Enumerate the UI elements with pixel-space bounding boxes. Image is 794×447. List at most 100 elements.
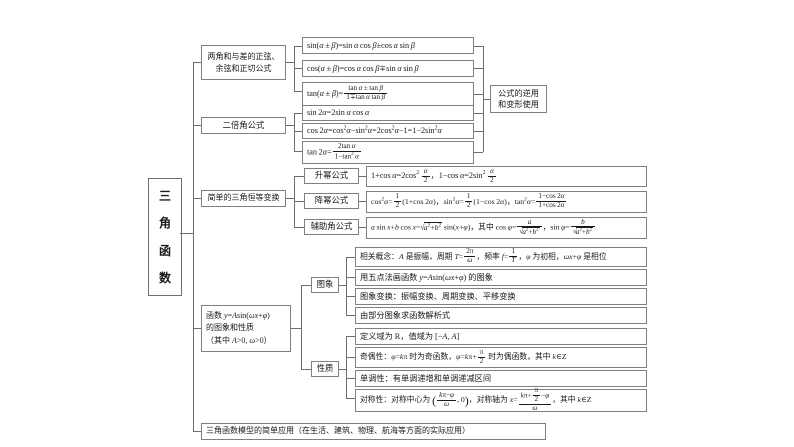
connector-sumdiff-f3 [294,91,302,92]
root-node-trigonometric-functions: 三 角 函 数 [148,178,182,296]
content-graph-transform: 图象变换：振幅变换、周期变换、平移变换 [360,291,516,301]
connector-note-f4 [474,113,483,114]
auxiliary-angle-label: 辅助角公式 [310,222,353,232]
title-char-4: 数 [158,271,171,286]
content-box-auxiliary-angle: a sin x+b cos x=√a2+b2 sin(x+φ)，其中 cos φ… [366,217,647,239]
note-box-formula-usage: 公式的逆用和变形使用 [490,85,547,113]
connector-aux-to-content [359,227,366,228]
branch-identity-label: 简单的三角恒等变换 [207,193,280,203]
connector-identity-out [286,198,294,199]
connector-property-i2 [346,357,355,358]
connector-sumdiff-f2 [294,68,302,69]
content-five-point-method: 用五点法画函数 y=Asin(ωx+φ) 的图象 [360,272,493,282]
connector-lower-to-content [359,201,366,202]
subbranch-lowering-power-formula: 降幂公式 [304,193,359,209]
formula-cos-sum: cos(α ± β)=cos α cos β∓sin α sin β [307,63,419,73]
title-char-1: 三 [158,188,171,203]
connector-double-f2 [294,131,302,132]
content-domain-range: 定义域为 R，值域为 [−A, A] [360,331,460,341]
note-formula-usage-label: 公式的逆用和变形使用 [498,88,539,109]
content-box-monotonicity: 单调性：有单调递增和单调递减区间 [355,370,647,387]
branch-sum-difference-formulas: 两角和与差的正弦、余弦和正切公式 [201,45,286,80]
branch-sum-difference-label: 两角和与差的正弦、余弦和正切公式 [207,51,280,73]
connector-property-i3 [346,378,355,379]
connector-note-f3 [474,94,483,95]
connector-to-function [193,328,201,329]
connector-identity-s1 [294,176,304,177]
connector-function-graph [301,285,311,286]
connector-graph-out [339,285,346,286]
connector-to-application [193,431,201,432]
connector-graph-i2 [346,277,355,278]
formula-cos-double: cos 2α=cos2α−sin2α=2cos2α−1=1−2sin2α [307,125,442,136]
subbranch-auxiliary-angle-formula: 辅助角公式 [304,219,359,235]
lowering-power-label: 降幂公式 [314,196,349,206]
formula-box-sin-sum: sin(α ± β)=sin α cos β±cos α sin β [302,37,474,54]
formula-box-sin-double: sin 2α=2sin α cos α [302,105,474,121]
connector-sumdiff-out [286,62,294,63]
branch-simple-identity-transform: 简单的三角恒等变换 [201,190,286,207]
connector-note-f6 [474,152,483,153]
connector-graph-bus [346,257,347,315]
subbranch-graph: 图象 [311,277,339,293]
connector-sumdiff-f1 [294,46,302,47]
content-auxiliary-angle: a sin x+b cos x=√a2+b2 sin(x+φ)，其中 cos φ… [371,218,596,237]
connector-function-bus [301,285,302,369]
connector-note-f2 [474,68,483,69]
content-find-analytic: 由部分图象求函数解析式 [360,310,451,320]
branch-function-line1: 函数 y=Asin(ωx+φ) [206,310,270,320]
raising-power-label: 升幂公式 [314,171,349,181]
branch-double-angle-formulas: 二倍角公式 [201,117,286,134]
connector-double-f1 [294,113,302,114]
connector-raise-to-content [359,176,366,177]
connector-identity-s3 [294,227,304,228]
connector-identity-s2 [294,201,304,202]
subbranch-property: 性质 [311,361,339,377]
connector-graph-i4 [346,315,355,316]
subbranch-raising-power-formula: 升幂公式 [304,168,359,184]
connector-property-i1 [346,336,355,337]
connector-root-stub [180,233,193,234]
connector-function-property [301,369,311,370]
branch-function-line3: （其中 A>0, ω>0） [206,335,272,345]
formula-sin-sum: sin(α ± β)=sin α cos β±cos α sin β [307,40,415,50]
connector-note-in [483,99,490,100]
connector-graph-i3 [346,296,355,297]
graph-label: 图象 [316,280,334,290]
content-box-find-analytic: 由部分图象求函数解析式 [355,307,647,324]
formula-sin-double: sin 2α=2sin α cos α [307,108,370,118]
connector-property-bus [346,336,347,398]
content-monotonicity: 单调性：有单调递增和单调递减区间 [360,373,492,383]
connector-property-i4 [346,398,355,399]
branch-double-angle-label: 二倍角公式 [222,120,265,130]
branch-function-graph-properties: 函数 y=Asin(ωx+φ) 的图象和性质 （其中 A>0, ω>0） [201,305,291,352]
branch-application: 三角函数模型的简单应用（在生活、建筑、物理、航海等方面的实际应用） [201,423,546,440]
connector-to-double [193,125,201,126]
title-char-2: 角 [158,216,171,231]
connector-double-out [286,125,294,126]
property-label: 性质 [316,364,334,374]
branch-application-label: 三角函数模型的简单应用（在生活、建筑、物理、航海等方面的实际应用） [206,426,470,436]
connector-graph-i1 [346,257,355,258]
connector-function-out [291,328,301,329]
formula-box-cos-sum: cos(α ± β)=cos α cos β∓sin α sin β [302,60,474,77]
content-box-graph-transform: 图象变换：振幅变换、周期变换、平移变换 [355,288,647,305]
connector-property-out [339,369,346,370]
title-char-3: 函 [158,243,171,258]
connector-to-sum-diff [193,62,201,63]
connector-double-f3 [294,151,302,152]
